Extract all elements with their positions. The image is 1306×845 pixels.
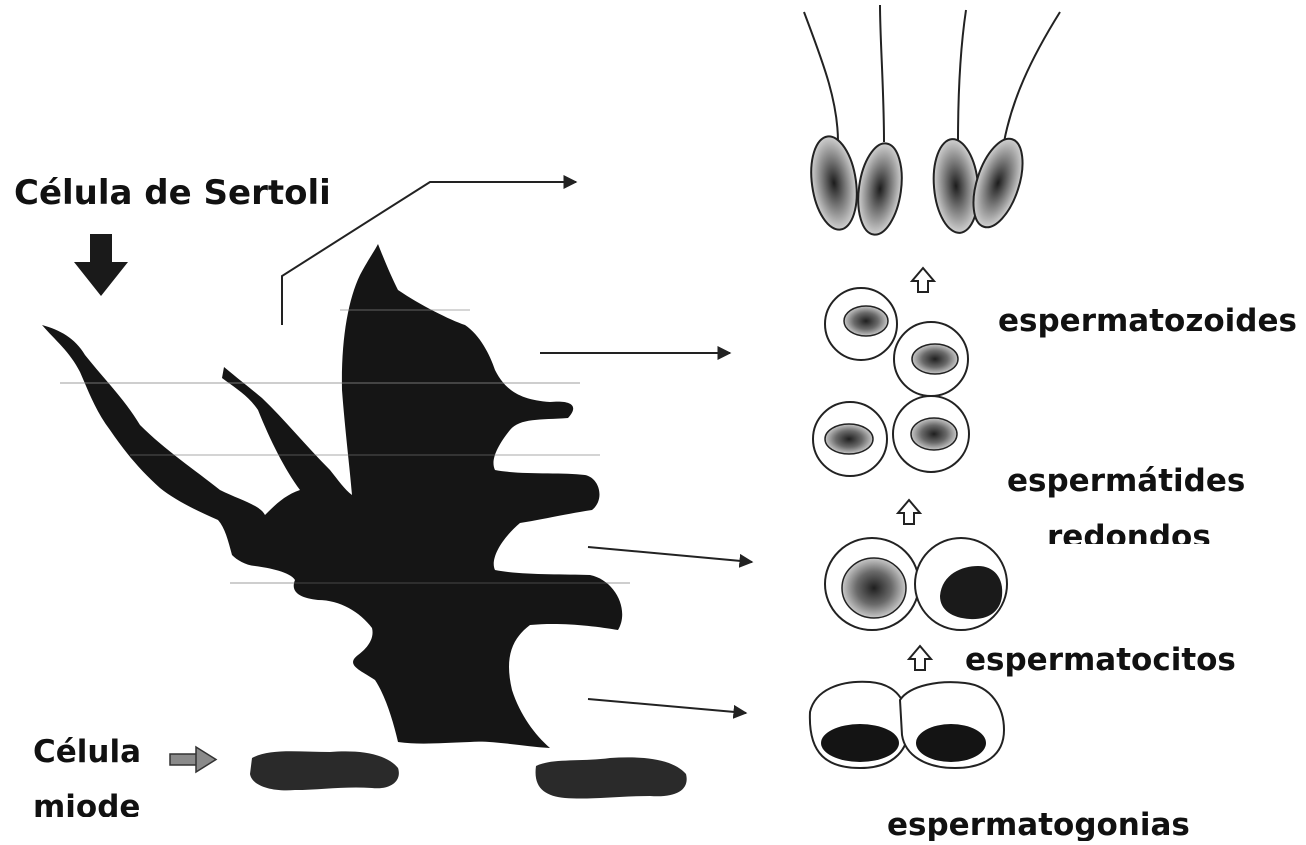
label-spermatozoa: espermatozoides <box>998 306 1297 337</box>
spermatocytes-cells <box>825 538 1007 630</box>
myoid-cell-left <box>250 751 399 790</box>
label-sertoli-cell: Célula de Sertoli <box>14 176 331 210</box>
down-arrow-icon <box>74 234 128 296</box>
label-myoid-cell-line1: Célula <box>33 737 141 768</box>
label-myoid-cell-line2: miode <box>33 792 140 817</box>
connector-arrow-spermatogonia <box>588 699 746 713</box>
myoid-cell-right <box>536 757 687 798</box>
spermatogonia-cells <box>810 682 1004 768</box>
label-spermatogonia: espermatogonias <box>887 810 1190 841</box>
label-round-spermatids-line1: espermátides <box>1007 466 1245 497</box>
sertoli-cell-shape <box>42 244 622 748</box>
label-spermatocytes: espermatocitos <box>965 645 1236 676</box>
spermatozoa-heads <box>806 133 1033 238</box>
round-spermatids <box>813 288 969 476</box>
sperm-tails <box>804 5 1060 142</box>
label-round-spermatids-line2: redondos <box>1047 522 1211 544</box>
right-arrow-icon <box>170 747 216 772</box>
connector-arrow-spermatocytes <box>588 547 752 562</box>
